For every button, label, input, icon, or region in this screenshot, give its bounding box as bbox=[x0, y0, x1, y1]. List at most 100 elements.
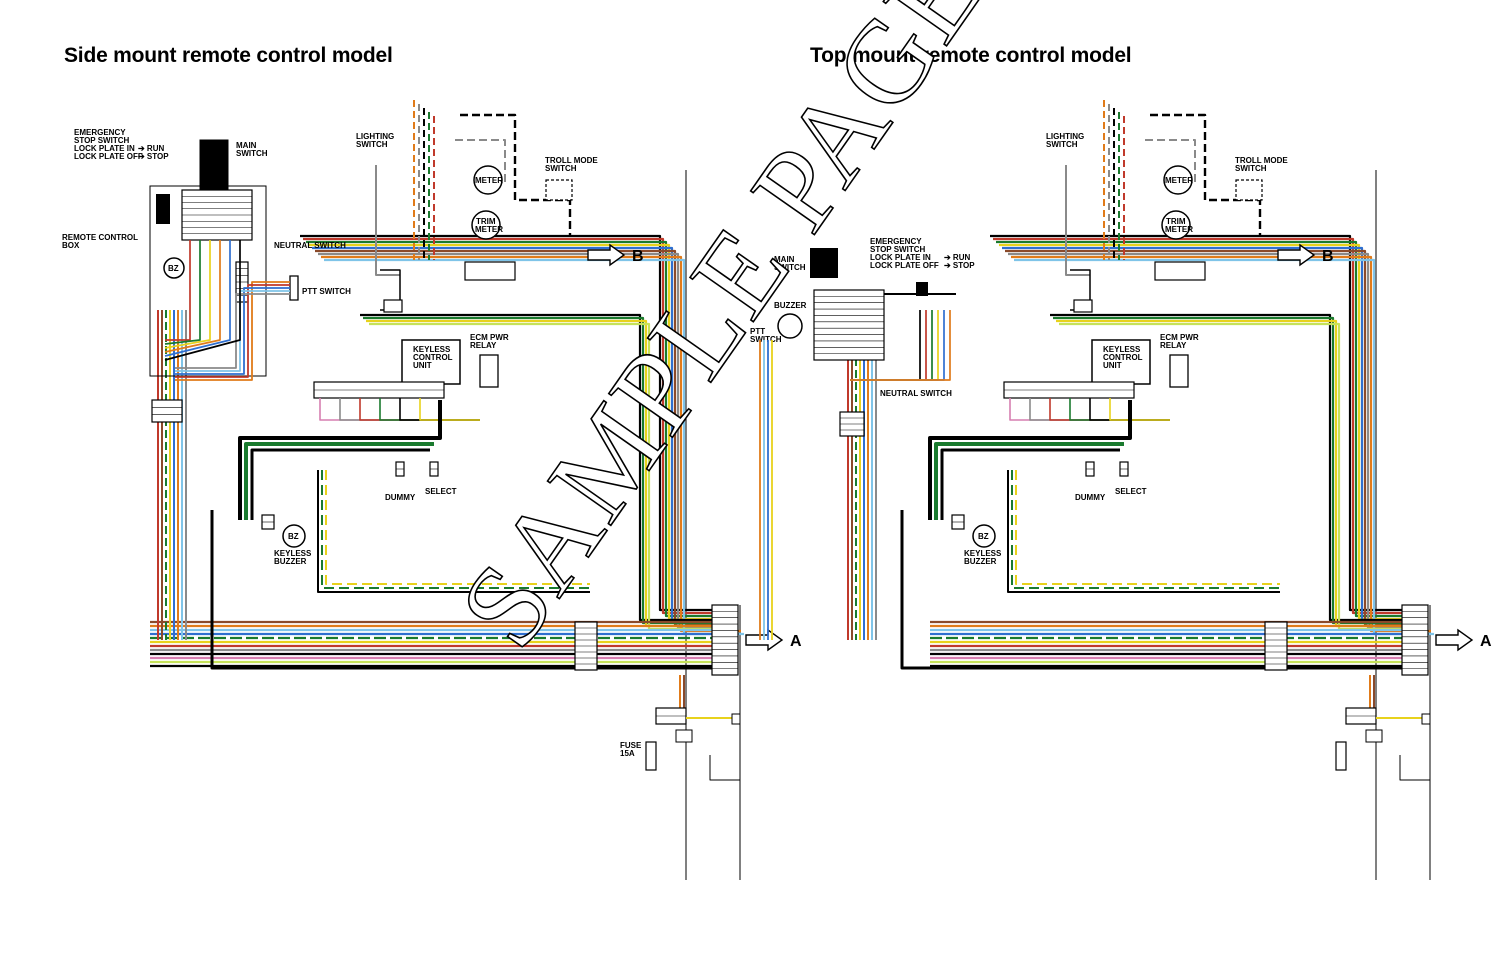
inner-loop-wire bbox=[325, 470, 590, 585]
emergency-stop-label: LOCK PLATE IN bbox=[870, 253, 931, 262]
main-switch-cap bbox=[200, 142, 228, 158]
keyless-buzzer-label: BZ bbox=[978, 532, 989, 541]
troll-mode-switch-label: SWITCH bbox=[1235, 164, 1267, 173]
trim-meter bbox=[471, 210, 501, 240]
meter-wire bbox=[455, 139, 506, 185]
ground-wire bbox=[210, 510, 730, 670]
emergency-stop-label: STOP SWITCH bbox=[74, 136, 129, 145]
meter bbox=[473, 165, 503, 195]
main-switch-connector-grid bbox=[813, 289, 885, 361]
keyless-buzzer-text: KEYLESS bbox=[964, 549, 1002, 558]
trim-meter-label: METER bbox=[1165, 225, 1193, 234]
meter-wire bbox=[460, 113, 572, 235]
inner-loop-wire bbox=[1011, 470, 1280, 589]
gauge-connector bbox=[464, 261, 516, 281]
keyless-control-unit-label: CONTROL bbox=[413, 353, 453, 362]
fuse-holder bbox=[645, 741, 657, 771]
meter-label: METER bbox=[475, 176, 503, 185]
inner-loop-wire bbox=[317, 470, 590, 593]
gauge-connector bbox=[1154, 261, 1206, 281]
keyless-wire bbox=[1029, 398, 1170, 421]
fuse-terminal bbox=[1421, 713, 1431, 725]
troll-mode-switch bbox=[545, 179, 573, 201]
relay-block bbox=[675, 729, 693, 743]
connector-a-arrow-icon bbox=[1435, 628, 1474, 652]
relay-block bbox=[1365, 729, 1383, 743]
emergency-stop-label: LOCK PLATE OFF bbox=[870, 261, 939, 270]
troll-mode-switch-label: SWITCH bbox=[545, 164, 577, 173]
top-buzzer bbox=[777, 313, 803, 339]
keyless-wire bbox=[419, 398, 480, 421]
fuse-label: FUSE bbox=[620, 741, 642, 750]
neutral-switch-label: NEUTRAL SWITCH bbox=[880, 389, 952, 398]
ecm-relay-label: ECM PWR bbox=[1160, 333, 1199, 342]
lighting-connector bbox=[1073, 299, 1093, 313]
emergency-stop-label: STOP SWITCH bbox=[870, 245, 925, 254]
keyless-buzzer bbox=[972, 524, 996, 548]
right-diagram-title: Top mount remote control model bbox=[810, 44, 1132, 67]
sample-page-watermark: SAMPLE PAGE bbox=[433, 0, 1009, 671]
ptt-switch-label: PTT SWITCH bbox=[302, 287, 351, 296]
connector-b-arrow-icon bbox=[1277, 243, 1316, 267]
dummy-label: DUMMY bbox=[1075, 493, 1106, 502]
main-harness-wire bbox=[996, 240, 1416, 618]
connector-b-arrow-label: B bbox=[1322, 248, 1334, 265]
inner-loop-wire bbox=[321, 470, 590, 589]
keyless-wire bbox=[1109, 398, 1170, 421]
meter-label: METER bbox=[1165, 176, 1193, 185]
connector-a-arrow-label: A bbox=[790, 633, 802, 650]
neutral-switch-label: NEUTRAL SWITCH bbox=[274, 241, 346, 250]
keyless-harness-wire bbox=[940, 448, 1120, 520]
lighting-switch-label: SWITCH bbox=[1046, 140, 1078, 149]
ptt-switch-label: PTT bbox=[750, 327, 765, 336]
meter-wire bbox=[1150, 113, 1262, 235]
keyless-buzzer-label: BZ bbox=[288, 532, 299, 541]
select-label: SELECT bbox=[425, 487, 457, 496]
stop-label: ➔ STOP bbox=[138, 152, 169, 161]
keyless-harness-wire bbox=[238, 400, 442, 520]
emergency-stop-label: EMERGENCY bbox=[870, 237, 922, 246]
keyless-control-unit-label: KEYLESS bbox=[413, 345, 451, 354]
main-switch-cap bbox=[810, 248, 838, 262]
keyless-control-unit-label: CONTROL bbox=[1103, 353, 1143, 362]
ptt-wire bbox=[175, 290, 290, 372]
run-label: ➔ RUN bbox=[944, 253, 970, 262]
main-harness-connector bbox=[711, 604, 739, 676]
keyless-control-unit-label: UNIT bbox=[413, 361, 432, 370]
emergency-stop-switch bbox=[156, 194, 170, 224]
side-buzzer-label: BZ bbox=[168, 264, 179, 273]
control-box-wire bbox=[164, 240, 201, 345]
ground-wire bbox=[900, 510, 1420, 670]
control-box-wire bbox=[164, 240, 241, 361]
main-harness-connector bbox=[1401, 604, 1429, 676]
keyless-control-unit-label: KEYLESS bbox=[1103, 345, 1141, 354]
main-harness-wire bbox=[990, 234, 1410, 612]
control-box-wire bbox=[165, 240, 191, 341]
lighting-switch-label: SWITCH bbox=[356, 140, 388, 149]
ecm-power-relay bbox=[479, 354, 499, 388]
keyless-harness-wire bbox=[250, 448, 430, 520]
keyless-wire bbox=[339, 398, 480, 421]
trim-meter-label: METER bbox=[475, 225, 503, 234]
emergency-stop-label: EMERGENCY bbox=[74, 128, 126, 137]
ecm-relay-label: RELAY bbox=[470, 341, 497, 350]
keyless-wire bbox=[1069, 398, 1170, 421]
ecm-power-relay bbox=[1169, 354, 1189, 388]
control-box-wire bbox=[850, 310, 951, 381]
keyless-harness-wire bbox=[934, 442, 1124, 520]
ptt-switch-label: SWITCH bbox=[750, 335, 782, 344]
ecm-relay-label: ECM PWR bbox=[470, 333, 509, 342]
buzzer-label: BUZZER bbox=[774, 301, 807, 310]
connector-b-arrow-label: B bbox=[632, 248, 644, 265]
harness-loop-wire bbox=[360, 313, 715, 622]
emergency-stop-switch bbox=[916, 282, 928, 296]
lighting-connector bbox=[383, 299, 403, 313]
main-switch-label: MAIN bbox=[236, 141, 257, 150]
remote-control-box-label: BOX bbox=[62, 241, 80, 250]
trim-meter-label: TRIM bbox=[476, 217, 496, 226]
main-harness-wire bbox=[306, 240, 726, 618]
emergency-stop-label: LOCK PLATE IN bbox=[74, 144, 135, 153]
lighting-switch-label: LIGHTING bbox=[356, 132, 394, 141]
keyless-control-unit-label: UNIT bbox=[1103, 361, 1122, 370]
